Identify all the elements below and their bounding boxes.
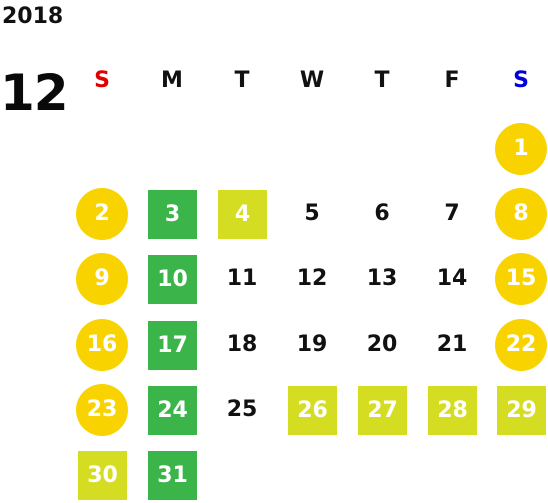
weekday-monday: M xyxy=(161,68,183,93)
weekday-saturday: S xyxy=(513,68,529,93)
day-cell-6[interactable]: 6 xyxy=(374,201,390,226)
day-cell-13[interactable]: 13 xyxy=(366,266,398,291)
day-cell-29[interactable]: 29 xyxy=(497,386,546,435)
day-cell-10[interactable]: 10 xyxy=(148,255,197,304)
day-cell-17[interactable]: 17 xyxy=(148,321,197,370)
day-cell-2[interactable]: 2 xyxy=(76,188,128,240)
weekday-tuesday: T xyxy=(234,68,250,93)
weekday-thursday: T xyxy=(374,68,390,93)
day-cell-3[interactable]: 3 xyxy=(148,190,197,239)
day-cell-4[interactable]: 4 xyxy=(218,190,267,239)
day-cell-28[interactable]: 28 xyxy=(428,386,477,435)
day-cell-7[interactable]: 7 xyxy=(444,201,460,226)
weekday-wednesday: W xyxy=(299,68,325,93)
day-cell-1[interactable]: 1 xyxy=(495,123,547,175)
month-number: 12 xyxy=(0,64,69,122)
day-cell-12[interactable]: 12 xyxy=(296,266,328,291)
day-cell-16[interactable]: 16 xyxy=(76,319,128,371)
day-cell-19[interactable]: 19 xyxy=(296,332,328,357)
weekday-friday: F xyxy=(444,68,460,93)
day-cell-30[interactable]: 30 xyxy=(78,451,127,500)
year-label: 2018 xyxy=(2,4,64,29)
day-cell-20[interactable]: 20 xyxy=(366,332,398,357)
day-cell-14[interactable]: 14 xyxy=(436,266,468,291)
day-cell-11[interactable]: 11 xyxy=(226,266,258,291)
day-cell-18[interactable]: 18 xyxy=(226,332,258,357)
day-cell-23[interactable]: 23 xyxy=(76,384,128,436)
day-cell-26[interactable]: 26 xyxy=(288,386,337,435)
day-cell-9[interactable]: 9 xyxy=(76,253,128,305)
day-cell-27[interactable]: 27 xyxy=(358,386,407,435)
day-cell-8[interactable]: 8 xyxy=(495,188,547,240)
day-cell-21[interactable]: 21 xyxy=(436,332,468,357)
day-cell-24[interactable]: 24 xyxy=(148,386,197,435)
day-cell-25[interactable]: 25 xyxy=(226,397,258,422)
weekday-sunday: S xyxy=(94,68,110,93)
day-cell-22[interactable]: 22 xyxy=(495,319,547,371)
day-cell-31[interactable]: 31 xyxy=(148,451,197,500)
day-cell-5[interactable]: 5 xyxy=(304,201,320,226)
day-cell-15[interactable]: 15 xyxy=(495,253,547,305)
